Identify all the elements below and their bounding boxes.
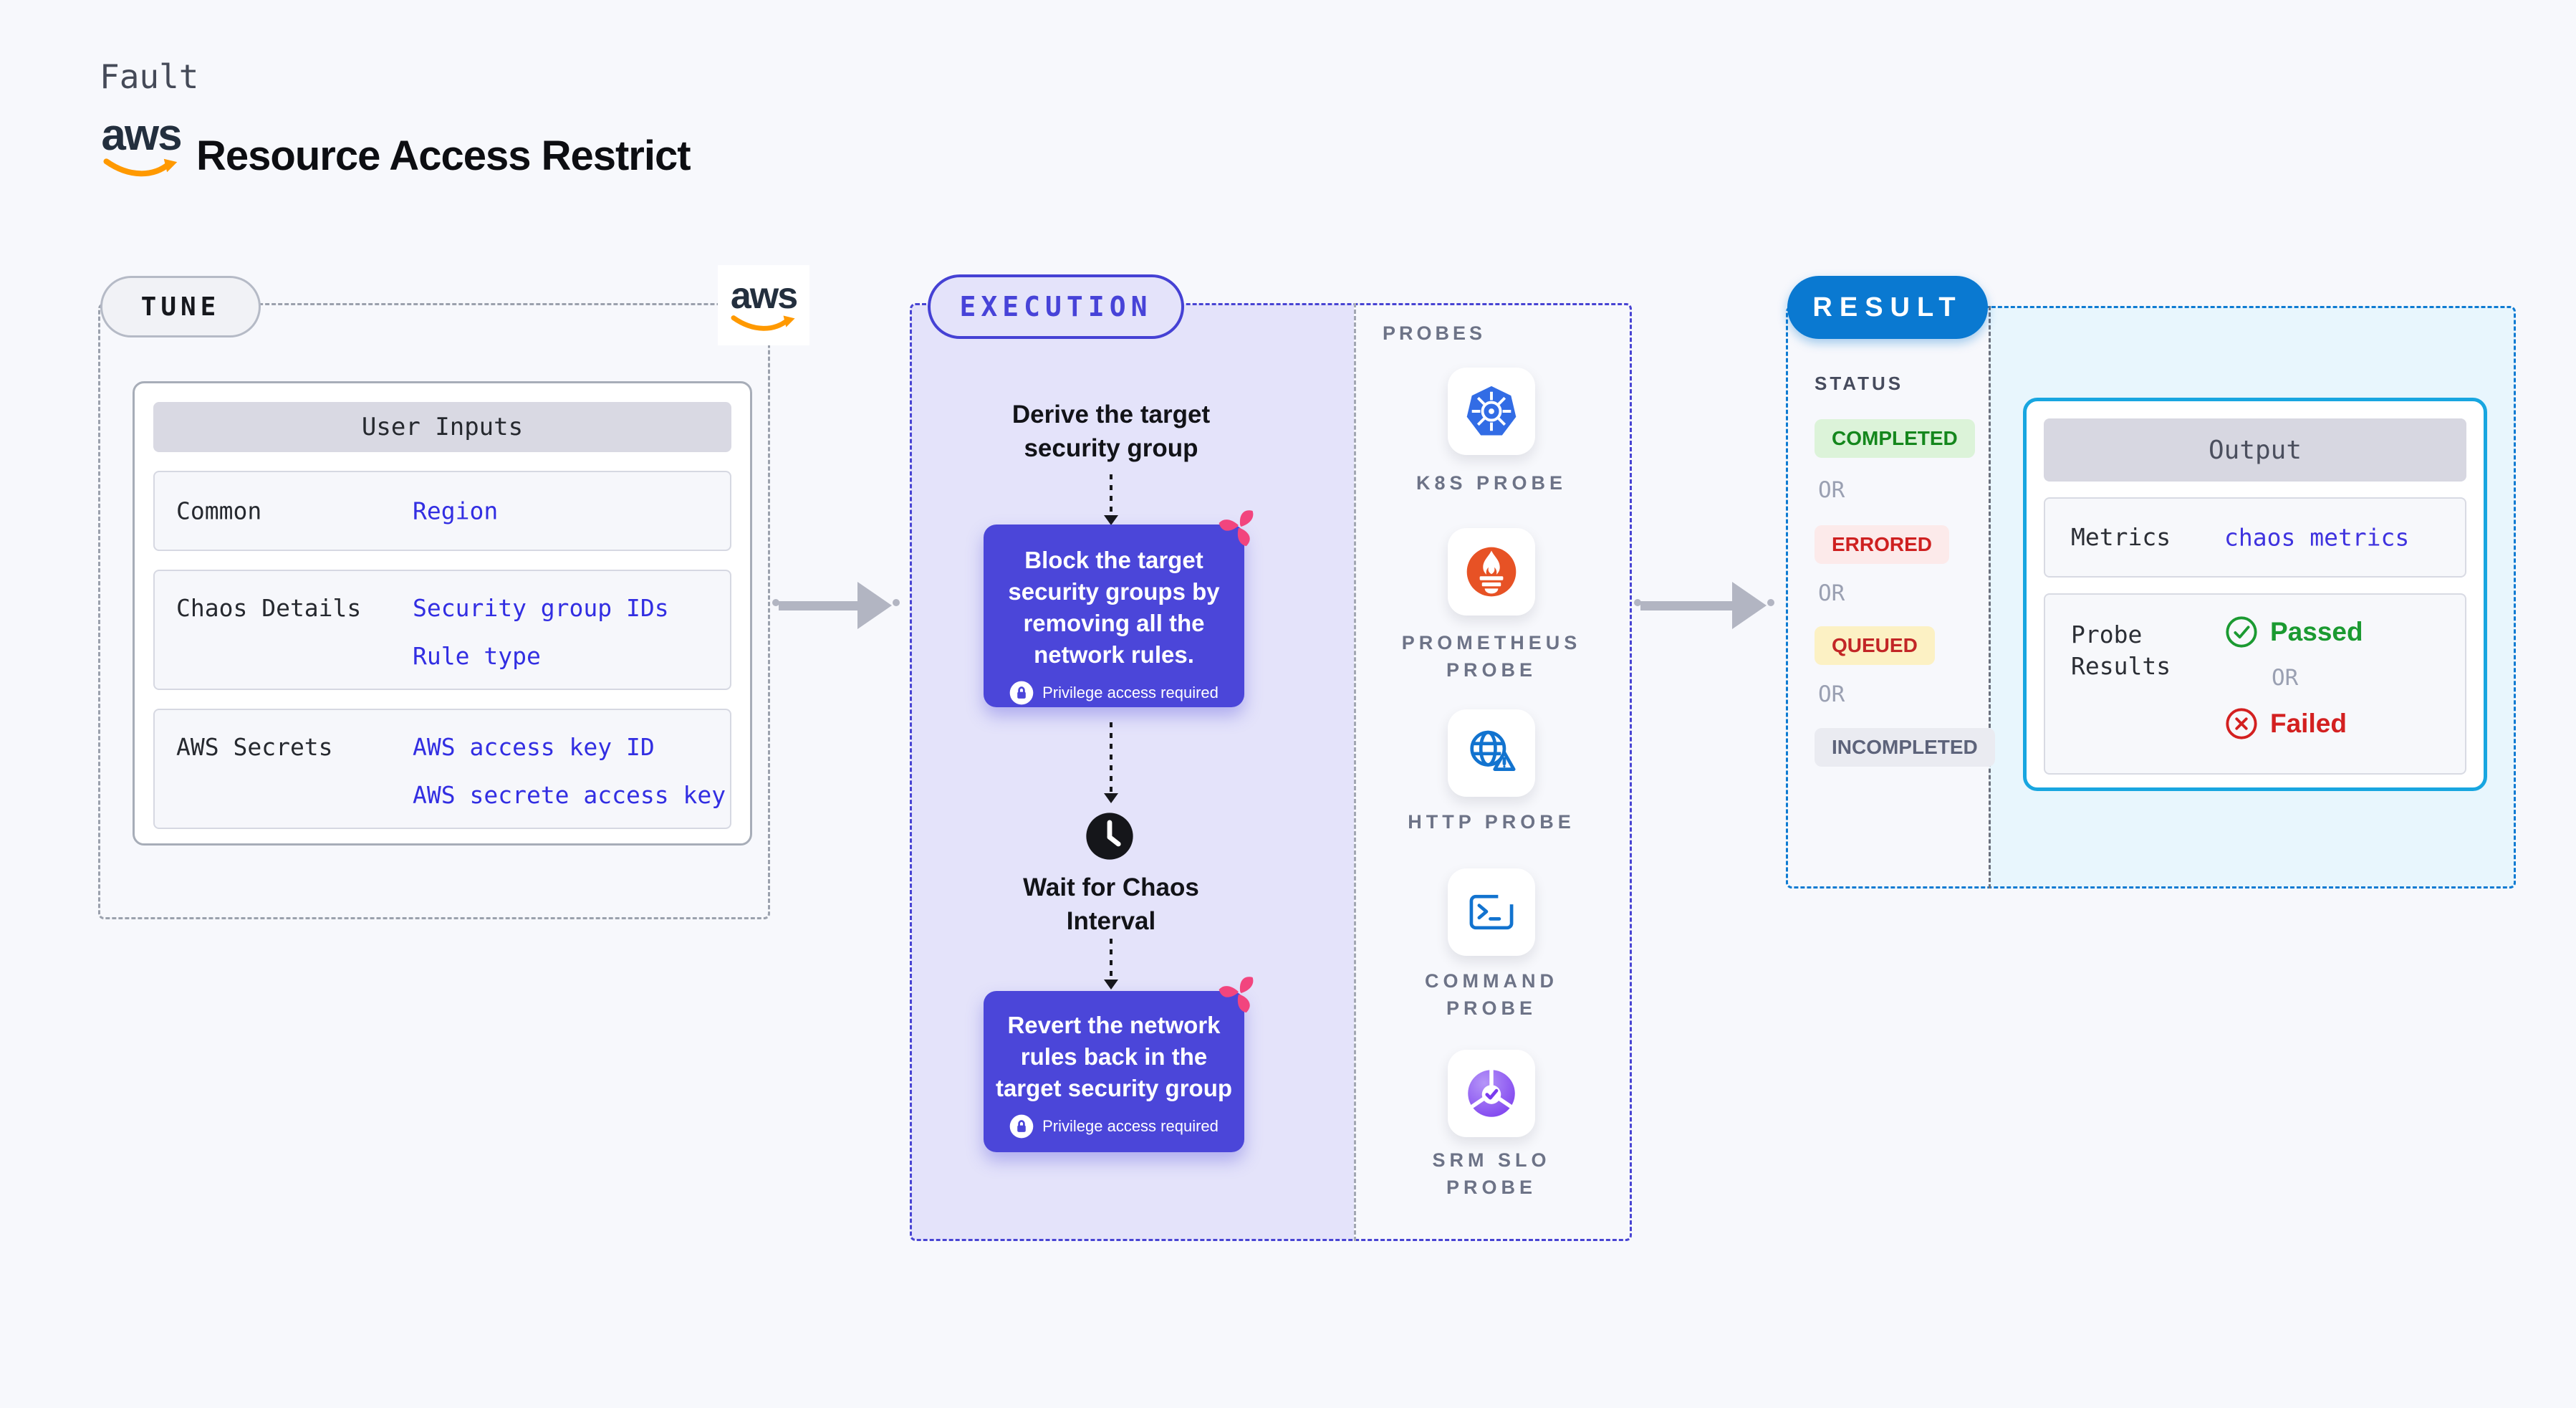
aws-logo: aws	[97, 113, 185, 179]
status-badge-errored: ERRORED	[1815, 525, 1950, 564]
user-inputs-header: User Inputs	[153, 402, 731, 452]
input-value: Region	[413, 497, 499, 525]
aws-target-logo: aws	[718, 265, 809, 345]
fault-kicker: Fault	[100, 57, 199, 96]
lock-icon	[1009, 681, 1034, 705]
input-row-chaos-details: Chaos Details Security group IDs Rule ty…	[153, 570, 731, 690]
metrics-value: chaos metrics	[2224, 523, 2410, 552]
or-separator: OR	[1818, 681, 1845, 707]
probe-label: HTTP PROBE	[1408, 811, 1575, 833]
probe-label: SRM SLO PROBE	[1432, 1149, 1551, 1198]
flow-arrow-down-icon	[1110, 939, 1112, 980]
output-header: Output	[2044, 418, 2466, 482]
passed-verdict: Passed	[2224, 615, 2363, 649]
check-circle-icon	[2226, 616, 2257, 648]
privilege-note: Privilege access required	[984, 681, 1244, 705]
status-column-label: STATUS	[1815, 373, 1904, 394]
status-badge-completed: COMPLETED	[1815, 419, 1975, 458]
probes-column-label: PROBES	[1383, 322, 1486, 344]
input-value: Rule type	[413, 642, 541, 670]
x-circle-icon	[2226, 708, 2257, 739]
aws-logo-text: aws	[101, 110, 182, 160]
block-step-card: Block the target security groups by remo…	[984, 510, 1254, 707]
or-separator: OR	[1818, 477, 1845, 503]
revert-step-text: Revert the network rules back in the tar…	[995, 1012, 1233, 1101]
input-row-aws-secrets: AWS Secrets AWS access key ID AWS secret…	[153, 709, 731, 829]
privilege-note: Privilege access required	[984, 1114, 1244, 1139]
probe-label: PROMETHEUS PROBE	[1401, 632, 1582, 681]
input-value: AWS access key ID	[413, 733, 655, 761]
aws-logo-text: aws	[730, 275, 798, 317]
chaos-pinwheel-icon	[1219, 510, 1254, 547]
probe-tile-prometheus	[1448, 528, 1535, 616]
block-step-text: Block the target security groups by remo…	[1008, 547, 1220, 668]
http-globe-icon	[1470, 730, 1516, 771]
privilege-note-text: Privilege access required	[1042, 684, 1219, 701]
srm-slo-icon	[1468, 1069, 1515, 1117]
wait-clock-icon	[1086, 813, 1133, 860]
result-section-frame	[1786, 306, 2516, 889]
input-row-label: Common	[176, 497, 262, 525]
flow-arrow-down-icon	[1110, 474, 1112, 516]
input-value: Security group IDs	[413, 594, 669, 622]
prometheus-icon	[1466, 547, 1517, 597]
passed-label: Passed	[2270, 617, 2363, 646]
terminal-icon	[1469, 894, 1514, 930]
probe-label: K8S PROBE	[1416, 472, 1567, 494]
chaos-pinwheel-icon	[1219, 977, 1254, 1013]
status-badge-incompleted: INCOMPLETED	[1815, 728, 1995, 767]
result-status-divider	[1989, 306, 1991, 889]
privilege-note-text: Privilege access required	[1042, 1117, 1219, 1135]
input-row-label: AWS Secrets	[176, 733, 333, 761]
input-row-common: Common Region	[153, 471, 731, 551]
probe-tile-http	[1448, 709, 1535, 797]
output-metrics-row: Metrics chaos metrics	[2044, 497, 2466, 578]
input-value: AWS secrete access key	[413, 781, 726, 809]
wait-step-text: Wait for Chaos Interval	[1023, 873, 1199, 935]
execution-probes-divider	[1354, 303, 1356, 1241]
metrics-label: Metrics	[2071, 523, 2171, 551]
failed-verdict: Failed	[2224, 707, 2363, 741]
derive-step-text: Derive the target security group	[1011, 401, 1211, 462]
tune-section-frame	[98, 303, 770, 919]
probe-tile-srm-slo	[1448, 1050, 1535, 1137]
output-probe-results-row: Probe Results Passed OR Failed	[2044, 593, 2466, 775]
user-inputs-card: User Inputs Common Region Chaos Details …	[133, 381, 752, 846]
result-badge: RESULT	[1787, 276, 1988, 339]
or-separator: OR	[1818, 580, 1845, 606]
tune-badge: TUNE	[100, 276, 261, 337]
aws-smile-icon	[731, 315, 795, 331]
probe-label: COMMAND PROBE	[1425, 970, 1558, 1019]
flow-arrow-down-icon	[1110, 722, 1112, 794]
failed-label: Failed	[2270, 709, 2347, 738]
probe-tile-command	[1448, 868, 1535, 956]
kubernetes-icon	[1466, 385, 1517, 436]
execution-section-frame	[910, 303, 1632, 1241]
input-row-label: Chaos Details	[176, 594, 362, 622]
output-card: Output Metrics chaos metrics Probe Resul…	[2023, 398, 2487, 791]
status-badge-queued: QUEUED	[1815, 626, 1935, 665]
probe-results-label: Probe Results	[2071, 621, 2171, 680]
aws-smile-icon	[103, 158, 178, 177]
execution-badge: EXECUTION	[928, 274, 1184, 339]
lock-icon	[1009, 1114, 1034, 1139]
revert-step-card: Revert the network rules back in the tar…	[984, 977, 1254, 1152]
page-title: Resource Access Restrict	[196, 133, 691, 179]
or-separator: OR	[2272, 665, 2299, 691]
probe-tile-k8s	[1448, 368, 1535, 455]
